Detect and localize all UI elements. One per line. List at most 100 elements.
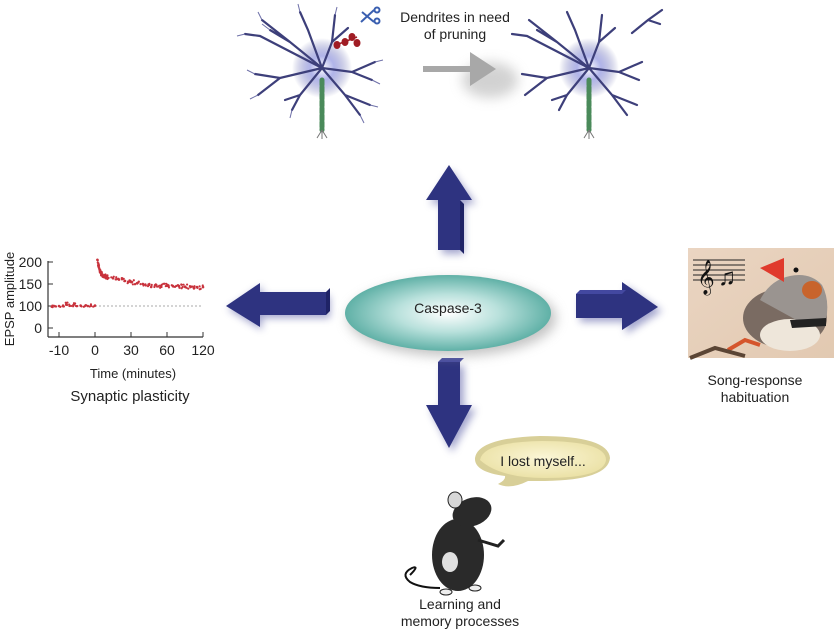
data-point xyxy=(117,278,121,281)
y-axis-label: EPSP amplitude xyxy=(2,252,17,346)
speech-bubble xyxy=(474,436,610,487)
music-notes-icon xyxy=(693,259,745,281)
data-point xyxy=(150,286,153,289)
data-point xyxy=(59,305,62,308)
data-point xyxy=(84,304,87,307)
data-point xyxy=(106,275,109,278)
data-point xyxy=(167,286,171,289)
x-tick-label: 60 xyxy=(159,342,175,358)
data-point xyxy=(104,273,107,276)
data-point xyxy=(182,283,185,286)
data-point xyxy=(97,265,100,269)
x-tick-label: 30 xyxy=(123,342,139,358)
data-point xyxy=(193,285,196,288)
song-caption-line2: habituation xyxy=(720,389,790,405)
data-point xyxy=(139,283,142,286)
data-point xyxy=(148,282,151,285)
scissors-icon xyxy=(360,6,381,25)
pruning-label: Dendrites in need of pruning xyxy=(385,9,525,43)
data-point xyxy=(137,280,140,283)
caspase-3-ellipse xyxy=(345,275,551,351)
data-point xyxy=(144,283,147,286)
data-point xyxy=(96,261,99,264)
data-point xyxy=(175,284,178,288)
data-point xyxy=(187,287,190,290)
y-tick-label: 0 xyxy=(34,320,42,336)
data-point xyxy=(121,277,124,281)
data-point xyxy=(97,263,100,266)
synaptic-plasticity-caption: Synaptic plasticity xyxy=(70,388,190,405)
data-point xyxy=(198,285,201,288)
data-point xyxy=(191,285,194,288)
data-point xyxy=(75,305,78,308)
data-point xyxy=(131,280,134,284)
data-point xyxy=(123,279,127,283)
data-point xyxy=(74,302,77,305)
arrow-up xyxy=(426,165,476,254)
caspase-3-label: Caspase-3 xyxy=(414,300,482,316)
y-tick-label: 100 xyxy=(19,298,43,314)
x-tick-label: 0 xyxy=(91,342,99,358)
data-point xyxy=(88,305,91,308)
data-point xyxy=(89,303,93,306)
data-point xyxy=(196,286,199,290)
data-point xyxy=(133,283,137,286)
treble-clef-icon: 𝄞 xyxy=(697,260,715,296)
data-point xyxy=(115,276,118,279)
data-point xyxy=(199,287,202,290)
arrow-down xyxy=(426,358,476,452)
data-point xyxy=(68,304,71,308)
data-point xyxy=(64,301,67,304)
data-point xyxy=(112,275,115,278)
pruning-label-line2: of pruning xyxy=(423,26,487,42)
data-point xyxy=(180,287,183,290)
data-point xyxy=(52,304,55,307)
data-point xyxy=(65,303,69,307)
data-point xyxy=(185,283,189,286)
data-point xyxy=(180,283,183,286)
data-point xyxy=(96,259,99,262)
y-tick-label: 150 xyxy=(19,276,43,292)
data-point xyxy=(126,280,130,283)
data-point xyxy=(100,271,103,274)
data-point xyxy=(163,282,166,285)
mouse-illustration xyxy=(404,491,506,596)
pruning-label-line1: Dendrites in need xyxy=(400,9,510,25)
data-point xyxy=(86,304,90,308)
memory-caption-line1: Learning and xyxy=(419,596,501,612)
data-point xyxy=(98,268,102,271)
data-point xyxy=(92,305,95,308)
data-point xyxy=(172,285,175,288)
data-point xyxy=(142,284,145,287)
data-point xyxy=(66,301,69,304)
speech-bubble-text: I lost myself... xyxy=(500,453,586,469)
data-point xyxy=(82,305,85,308)
data-point xyxy=(132,279,135,282)
arrow-right xyxy=(576,282,662,334)
data-point xyxy=(166,283,169,286)
data-point xyxy=(79,304,83,308)
data-point xyxy=(184,286,187,289)
neuron-after-pruning xyxy=(510,8,664,139)
data-point xyxy=(54,305,58,308)
data-point xyxy=(201,285,205,289)
pruning-arrow xyxy=(423,52,518,98)
data-point xyxy=(155,283,158,286)
data-point xyxy=(101,275,104,278)
data-point xyxy=(61,304,65,307)
song-habituation-caption: Song-response habituation xyxy=(680,372,830,406)
memory-caption-line2: memory processes xyxy=(400,613,520,629)
y-tick-label: 200 xyxy=(19,254,43,270)
neuron-before-pruning xyxy=(236,3,384,139)
data-point xyxy=(178,286,181,289)
data-point xyxy=(93,304,97,307)
data-point xyxy=(192,287,196,290)
learning-memory-caption: Learning and memory processes xyxy=(380,596,540,630)
x-axis-label: Time (minutes) xyxy=(90,366,176,381)
data-point xyxy=(131,283,134,286)
arrow-left xyxy=(226,283,330,330)
data-point xyxy=(160,285,163,289)
data-point xyxy=(69,304,73,308)
